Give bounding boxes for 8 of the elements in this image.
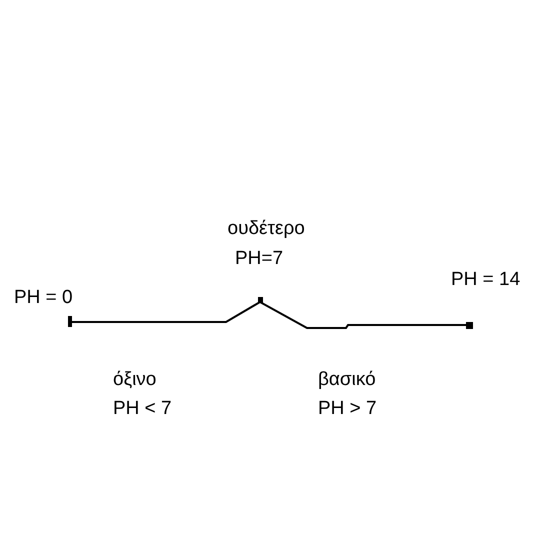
ph-value-label: PH > 7	[318, 399, 377, 420]
category-label: ουδέτερο	[228, 219, 305, 240]
ph-value-label: PH < 7	[113, 399, 172, 420]
category-label: βασικό	[318, 370, 376, 391]
category-label: όξινο	[113, 370, 156, 391]
ph-value-label: PH=7	[235, 249, 284, 270]
ph-value-label: PH = 14	[451, 270, 520, 291]
ph-value-label: PH = 0	[14, 288, 73, 309]
